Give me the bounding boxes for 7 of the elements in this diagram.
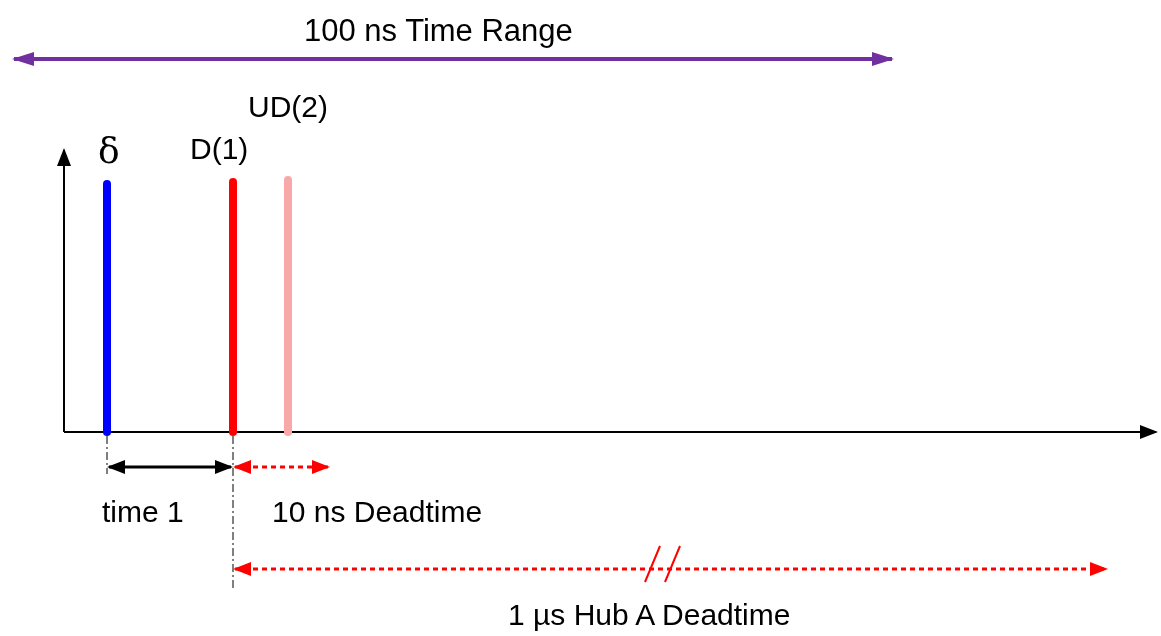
time-range-label: 100 ns Time Range (304, 12, 573, 50)
pulse-label: D(1) (190, 131, 249, 167)
deadtime-label: 10 ns Deadtime (272, 494, 483, 530)
deadtime-label: 1 µs Hub A Deadtime (508, 597, 791, 633)
pulse-label: UD(2) (248, 89, 328, 125)
pulse-label: δ (98, 129, 120, 173)
interval-label: time 1 (102, 494, 184, 530)
